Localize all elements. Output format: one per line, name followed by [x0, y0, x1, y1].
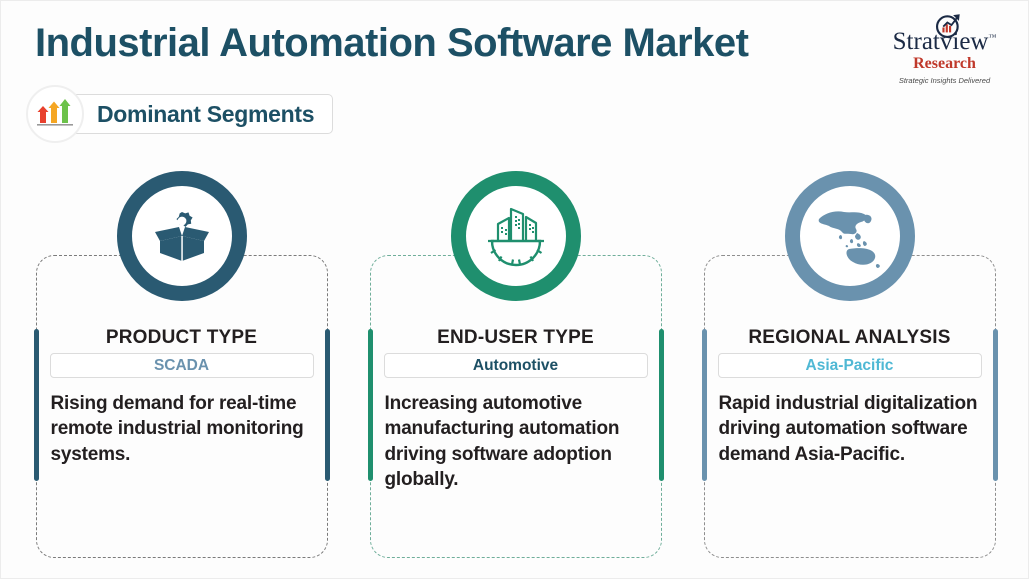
- brand-logo: Stratview™ Research Strategic Insights D…: [877, 7, 1012, 85]
- card-chip: Asia-Pacific: [717, 353, 982, 378]
- card-heading: REGIONAL ANALYSIS: [748, 327, 951, 348]
- ascending-arrows-icon: [37, 99, 73, 126]
- segment-cards: PRODUCT TYPE SCADA Rising demand for rea…: [1, 171, 1029, 566]
- logo-mark-icon: [935, 14, 960, 39]
- accent-bar-right: [658, 329, 664, 481]
- asia-pacific-map-icon: [818, 211, 880, 268]
- accent-bar-right: [992, 329, 998, 481]
- card-product-type[interactable]: PRODUCT TYPE SCADA Rising demand for rea…: [33, 171, 330, 566]
- card-body-text: Rapid industrial digitalization driving …: [718, 393, 978, 465]
- card-chip: SCADA: [49, 353, 314, 378]
- logo-trademark: ™: [988, 32, 997, 42]
- logo-subname: Research: [913, 55, 976, 72]
- dominant-segments-badge: Dominant Segments: [26, 85, 334, 143]
- card-icon-ring: [450, 171, 581, 301]
- card-icon-ring: [784, 171, 915, 301]
- accent-bar-left: [367, 329, 373, 481]
- logo-name: Stratview: [892, 28, 989, 55]
- logo-tagline: Strategic Insights Delivered: [898, 76, 991, 85]
- logo-wordmark: Stratview™: [877, 29, 1012, 54]
- badge-icon-circle: [26, 85, 84, 143]
- card-heading: PRODUCT TYPE: [105, 327, 258, 348]
- card-regional-analysis[interactable]: REGIONAL ANALYSIS Asia-Pacific Rapid ind…: [701, 171, 998, 566]
- card-end-user-type[interactable]: END-USER TYPE Automotive Increasing auto…: [367, 171, 664, 566]
- card-body-text: Increasing automotive manufacturing auto…: [384, 393, 620, 490]
- badge-label: Dominant Segments: [56, 94, 334, 134]
- open-box-gear-icon: [154, 212, 209, 262]
- accent-bar-right: [324, 329, 330, 481]
- card-icon-ring: [116, 171, 247, 301]
- card-heading: END-USER TYPE: [437, 327, 594, 348]
- accent-bar-left: [33, 329, 39, 481]
- page-title: Industrial Automation Software Market: [35, 21, 749, 65]
- factory-buildings-gear-icon: [487, 207, 544, 267]
- card-body-text: Rising demand for real-time remote indus…: [50, 393, 304, 465]
- card-chip: Automotive: [383, 353, 648, 378]
- accent-bar-left: [701, 329, 707, 481]
